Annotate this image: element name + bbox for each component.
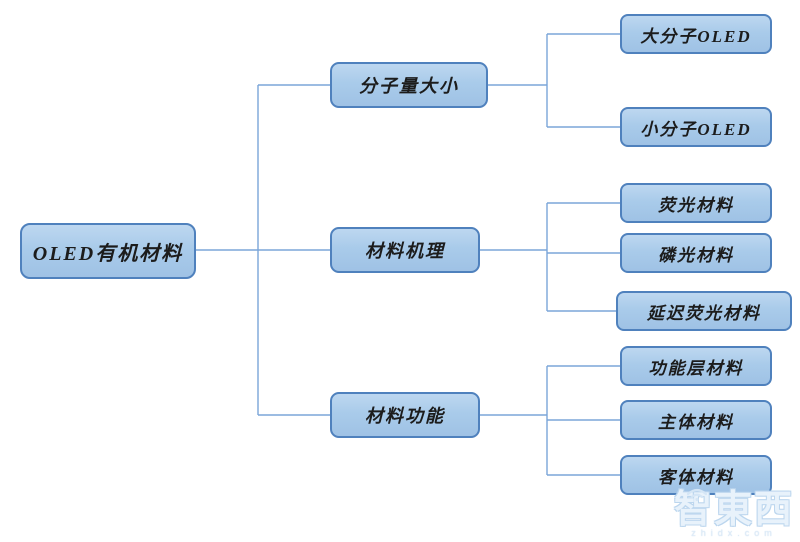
node-leaf-small-molecule-oled: 小分子OLED	[620, 107, 772, 147]
node-leaf-macromolecule-oled: 大分子OLED	[620, 14, 772, 54]
node-branch-material-mechanism: 材料机理	[330, 227, 480, 273]
node-leaf-delayed-fluorescence-material: 延迟荧光材料	[616, 291, 792, 331]
node-leaf-host-material: 主体材料	[620, 400, 772, 440]
node-leaf-phosphorescent-material: 磷光材料	[620, 233, 772, 273]
watermark-site-url: zhidx.com	[691, 528, 777, 538]
watermark: 智東西 zhidx.com	[673, 488, 794, 538]
node-leaf-fluorescent-material: 荧光材料	[620, 183, 772, 223]
watermark-logo-text: 智東西	[673, 489, 794, 531]
node-branch-material-function: 材料功能	[330, 392, 480, 438]
node-branch-molecular-weight: 分子量大小	[330, 62, 488, 108]
node-leaf-functional-layer-material: 功能层材料	[620, 346, 772, 386]
node-root-oled-organic-materials: OLED有机材料	[20, 223, 196, 279]
wifi-icon	[686, 488, 708, 501]
